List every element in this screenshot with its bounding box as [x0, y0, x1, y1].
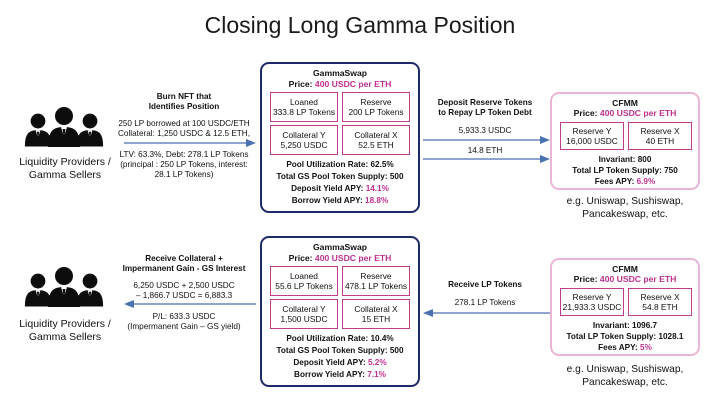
arrow-left: [124, 300, 256, 308]
lp-label: Liquidity Providers /Gamma Sellers: [19, 318, 111, 343]
deposit-reserve-note: Deposit Reserve Tokens to Repay LP Token…: [437, 98, 533, 118]
people-icon: [24, 267, 104, 307]
box-title: CFMM: [612, 98, 638, 108]
lp-label: Liquidity Providers /Gamma Sellers: [19, 156, 111, 181]
box-title: GammaSwap: [313, 68, 367, 78]
price-text: Price: 400 USDC per ETH: [288, 79, 392, 89]
gammaswap-box: GammaSwap Price: 400 USDC per ETH Loaned…: [260, 236, 420, 387]
arrow-label-usdc: 5,933.3 USDC: [458, 126, 512, 135]
arrow-label-eth: 14.8 ETH: [467, 146, 503, 155]
pool-token-supply: Total GS Pool Token Supply: 500: [276, 172, 404, 181]
page-title: Closing Long Gamma Position: [204, 12, 516, 38]
price-text: Price: 400 USDC per ETH: [288, 253, 392, 263]
deposit-apy: Deposit Yield APY: 5.2%: [293, 358, 387, 367]
people-icon: [24, 107, 104, 147]
arrow-right: [124, 139, 256, 147]
arrow-right: [423, 155, 550, 163]
utilization-rate: Pool Utilization Rate: 10.4%: [286, 334, 394, 343]
gammaswap-box: GammaSwap Price: 400 USDC per ETH Loaned…: [260, 62, 420, 213]
invariant: Invariant: 1096.7: [592, 321, 658, 330]
borrow-apy: Borrow Yield APY: 18.8%: [291, 196, 389, 205]
cfmm-examples: e.g. Uniswap, Sushiswap,Pancakeswap, etc…: [566, 196, 684, 220]
pl-note: P/L: 633.3 USDC (Impermanent Gain – GS y…: [127, 312, 241, 332]
receive-lp-note: Receive LP Tokens: [448, 280, 522, 289]
fees-apy: Fees APY: 5%: [598, 343, 652, 352]
price-text: Price: 400 USDC per ETH: [573, 108, 677, 118]
price-text: Price: 400 USDC per ETH: [573, 274, 677, 284]
receive-collateral-note: Receive Collateral + Impermanent Gain - …: [122, 254, 246, 301]
box-title: GammaSwap: [313, 242, 367, 252]
lp-token-supply: Total LP Token Supply: 1028.1: [566, 332, 684, 341]
utilization-rate: Pool Utilization Rate: 62.5%: [286, 160, 394, 169]
invariant: Invariant: 800: [598, 155, 652, 164]
pool-token-supply: Total GS Pool Token Supply: 500: [276, 346, 404, 355]
lp-token-supply: Total LP Token Supply: 750: [572, 166, 678, 175]
box-title: CFMM: [612, 264, 638, 274]
arrow-right: [423, 136, 550, 144]
deposit-apy: Deposit Yield APY: 14.1%: [291, 184, 389, 193]
cfmm-examples: e.g. Uniswap, Sushiswap,Pancakeswap, etc…: [566, 364, 684, 388]
arrow-label-lp: 278.1 LP Tokens: [454, 298, 516, 307]
borrow-apy: Borrow Yield APY: 7.1%: [294, 370, 386, 379]
fees-apy: Fees APY: 6.9%: [594, 177, 656, 186]
burn-nft-note: Burn NFT that Identifies Position 250 LP…: [118, 92, 250, 180]
arrow-left: [423, 309, 550, 317]
